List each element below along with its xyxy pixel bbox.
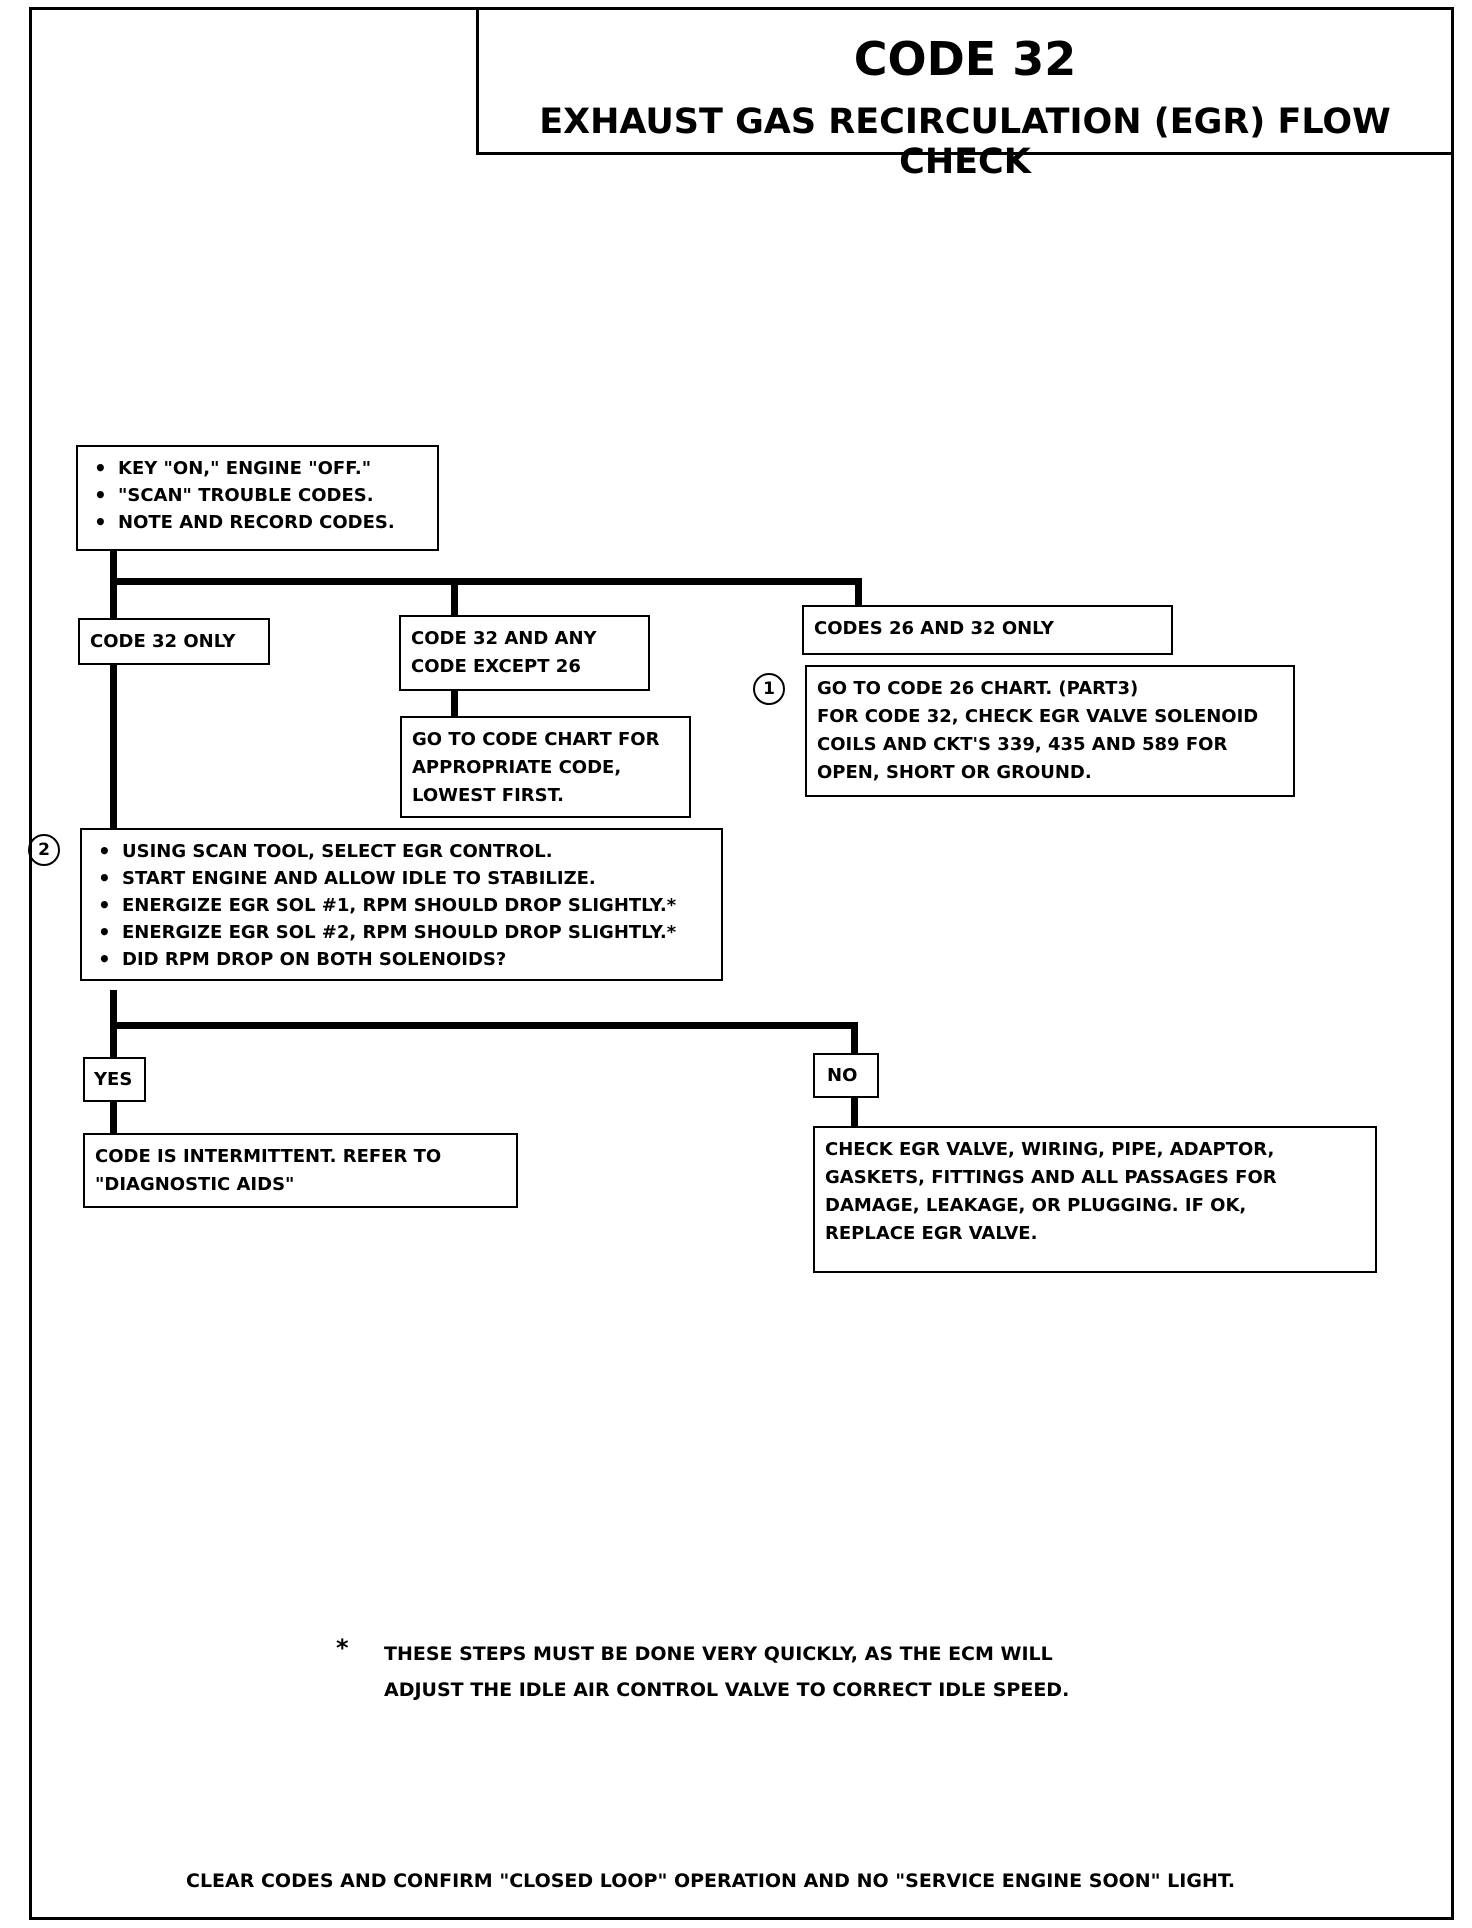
result-line: GO TO CODE CHART FOR	[412, 729, 660, 750]
connector-test-down	[110, 990, 117, 1022]
no-label: NO	[827, 1065, 858, 1086]
result-line: CODE IS INTERMITTENT. REFER TO	[95, 1146, 442, 1167]
footnote: THESE STEPS MUST BE DONE VERY QUICKLY, A…	[384, 1636, 1069, 1708]
list-item: "SCAN" TROUBLE CODES.	[88, 482, 427, 509]
connector-to-code32-any	[451, 578, 458, 620]
no-box: NO	[813, 1053, 879, 1098]
branch-label: CODES 26 AND 32 ONLY	[814, 618, 1054, 639]
list-item: KEY "ON," ENGINE "OFF."	[88, 455, 427, 482]
list-item: ENERGIZE EGR SOL #1, RPM SHOULD DROP SLI…	[92, 892, 711, 919]
result-line: OPEN, SHORT OR GROUND.	[817, 762, 1092, 783]
yes-label: YES	[94, 1069, 133, 1090]
test-box: USING SCAN TOOL, SELECT EGR CONTROL. STA…	[80, 828, 723, 981]
footnote-line: THESE STEPS MUST BE DONE VERY QUICKLY, A…	[384, 1643, 1053, 1665]
connector-yes-to-result	[110, 1100, 117, 1135]
page-title: CODE 32	[853, 32, 1077, 86]
yes-box: YES	[83, 1057, 146, 1102]
connector-to-no	[851, 1022, 858, 1057]
list-item: ENERGIZE EGR SOL #2, RPM SHOULD DROP SLI…	[92, 919, 711, 946]
result-line: FOR CODE 32, CHECK EGR VALVE SOLENOID	[817, 706, 1259, 727]
result-line: COILS AND CKT'S 339, 435 AND 589 FOR	[817, 734, 1228, 755]
result-line: REPLACE EGR VALVE.	[825, 1223, 1038, 1244]
connector-yes-no-horizontal	[110, 1022, 858, 1029]
result-line: APPROPRIATE CODE,	[412, 757, 622, 778]
page-subtitle: EXHAUST GAS RECIRCULATION (EGR) FLOW CHE…	[539, 102, 1391, 182]
list-item: DID RPM DROP ON BOTH SOLENOIDS?	[92, 946, 711, 973]
connector-start-down	[110, 550, 117, 585]
callout-2: 2	[28, 834, 60, 866]
connector-to-code32-only	[110, 578, 117, 620]
connector-top-horizontal	[110, 578, 862, 585]
result-line: LOWEST FIRST.	[412, 785, 564, 806]
footnote-star: *	[336, 1634, 349, 1662]
list-item: START ENGINE AND ALLOW IDLE TO STABILIZE…	[92, 865, 711, 892]
result-line: DAMAGE, LEAKAGE, OR PLUGGING. IF OK,	[825, 1195, 1247, 1216]
footnote-line: ADJUST THE IDLE AIR CONTROL VALVE TO COR…	[384, 1679, 1070, 1701]
connector-to-yes	[110, 1022, 117, 1062]
result-line: CHECK EGR VALVE, WIRING, PIPE, ADAPTOR,	[825, 1139, 1275, 1160]
result-line: GASKETS, FITTINGS AND ALL PASSAGES FOR	[825, 1167, 1277, 1188]
callout-1: 1	[753, 673, 785, 705]
connector-code32-only-to-test	[110, 665, 117, 835]
yes-result-box: CODE IS INTERMITTENT. REFER TO "DIAGNOST…	[83, 1133, 518, 1208]
connector-code32-any-to-goto	[451, 690, 458, 720]
goto-code26-box: GO TO CODE 26 CHART. (PART3) FOR CODE 32…	[805, 665, 1295, 797]
result-line: "DIAGNOSTIC AIDS"	[95, 1174, 295, 1195]
branch-label: CODE 32 ONLY	[90, 631, 236, 652]
branch-line: CODE EXCEPT 26	[411, 656, 581, 677]
connector-no-to-result	[851, 1095, 858, 1130]
footer-text: CLEAR CODES AND CONFIRM "CLOSED LOOP" OP…	[186, 1870, 1236, 1892]
title-box: CODE 32 EXHAUST GAS RECIRCULATION (EGR) …	[476, 7, 1454, 182]
branch-code26-32-box: CODES 26 AND 32 ONLY	[802, 605, 1173, 655]
goto-code-chart-box: GO TO CODE CHART FOR APPROPRIATE CODE, L…	[400, 716, 691, 818]
connector-to-code26-32	[855, 578, 862, 608]
branch-line: CODE 32 AND ANY	[411, 628, 597, 649]
list-item: NOTE AND RECORD CODES.	[88, 509, 427, 536]
list-item: USING SCAN TOOL, SELECT EGR CONTROL.	[92, 838, 711, 865]
branch-code32-only-box: CODE 32 ONLY	[78, 618, 270, 665]
no-result-box: CHECK EGR VALVE, WIRING, PIPE, ADAPTOR, …	[813, 1126, 1377, 1273]
result-line: GO TO CODE 26 CHART. (PART3)	[817, 678, 1139, 699]
start-box: KEY "ON," ENGINE "OFF." "SCAN" TROUBLE C…	[76, 445, 439, 551]
branch-code32-any-box: CODE 32 AND ANY CODE EXCEPT 26	[399, 615, 650, 691]
